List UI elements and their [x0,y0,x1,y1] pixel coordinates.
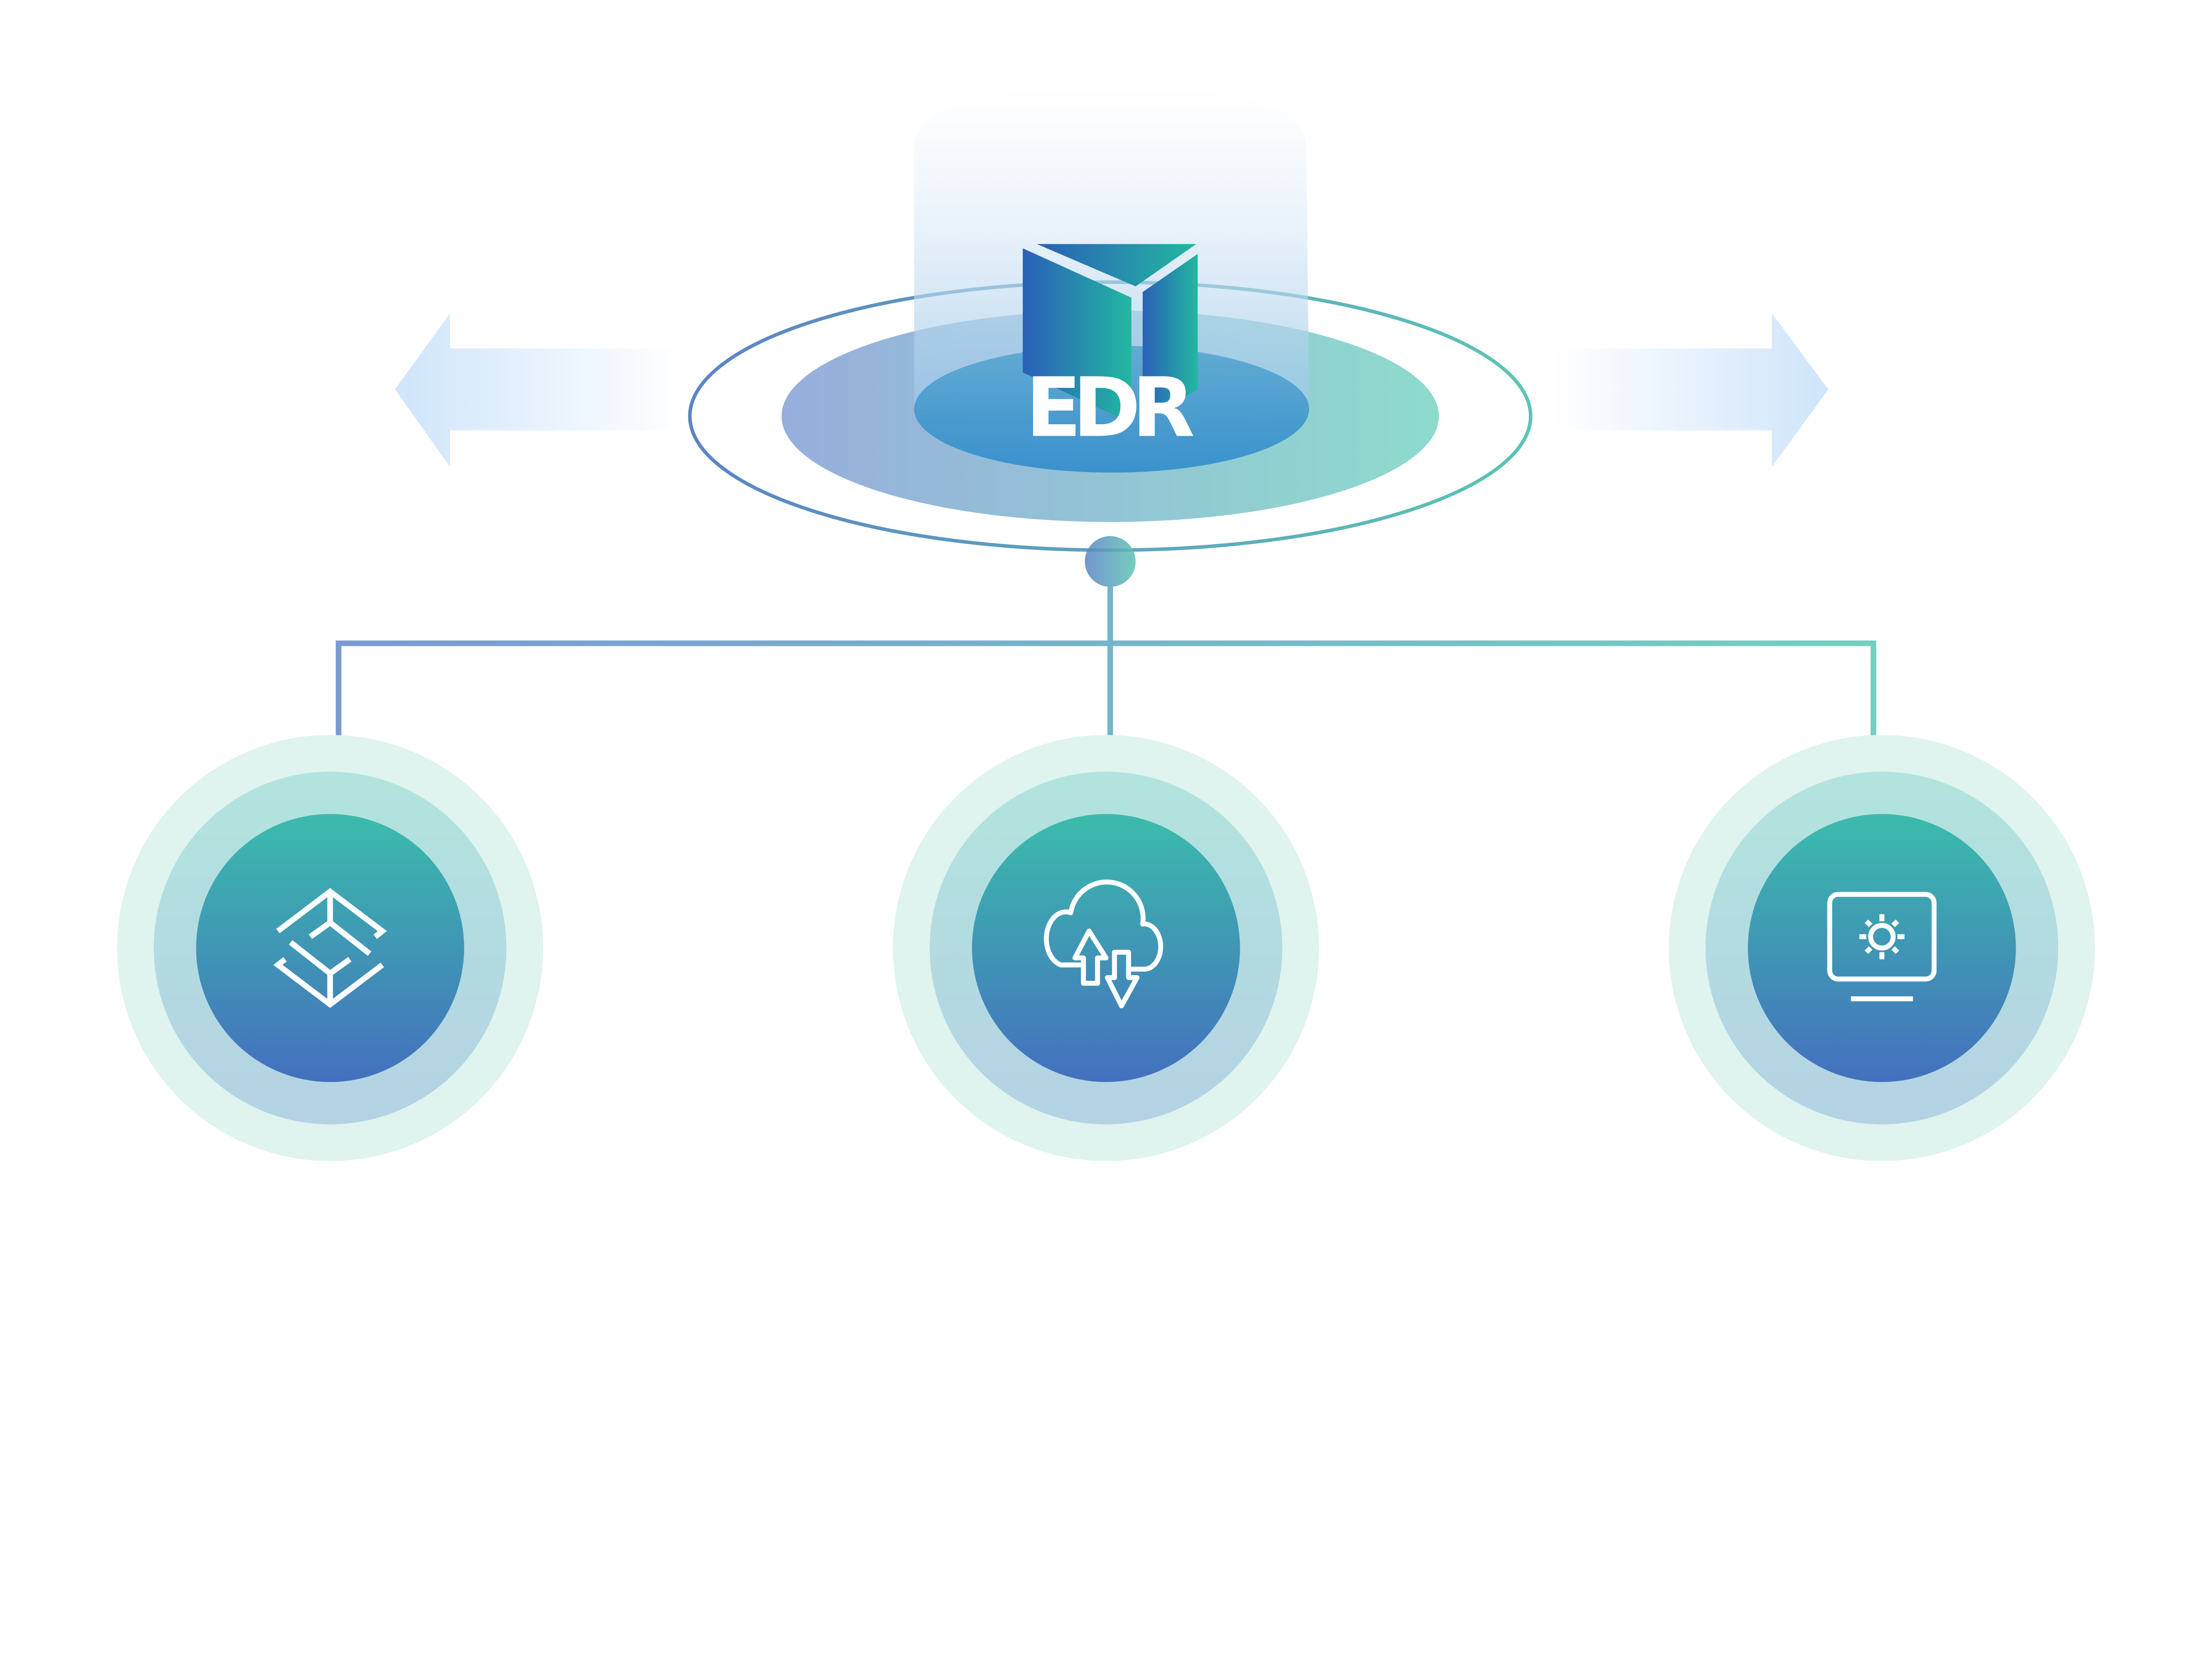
cloud-upload-download-icon [1044,879,1164,1009]
connector-lines [335,587,1877,737]
monitor-gear-icon [1827,892,1937,1002]
node-monitor [1669,735,2095,1161]
inner-circle [972,814,1240,1082]
sync-diamond-icon [273,888,387,1008]
center-label: EDR [1025,360,1195,455]
inner-circle [196,814,465,1082]
connector-node [1085,536,1136,587]
edr-diagram: EDR [117,84,2095,1161]
edr-book-logo: EDR [1022,244,1198,455]
logo-right-page [1142,253,1198,421]
node-sync [117,735,543,1161]
arrow-left-icon [395,313,684,467]
logo-left-page [1022,248,1132,423]
logo-top-page [1037,244,1197,287]
arrow-right-icon [1551,313,1828,467]
node-cloud [893,735,1319,1161]
